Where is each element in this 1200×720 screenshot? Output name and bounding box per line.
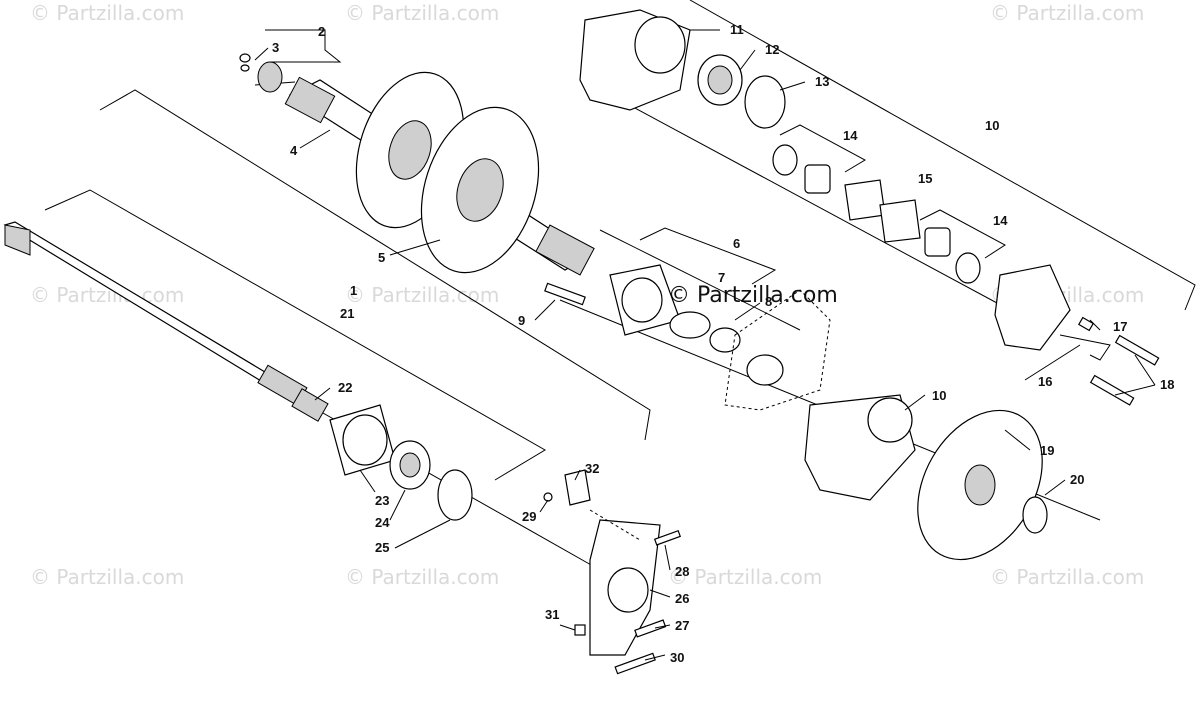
watermark: © Partzilla.com — [345, 1, 499, 25]
leader-lines — [254, 29, 1156, 661]
callout-18: 18 — [1160, 377, 1174, 392]
callout-labels: 1 2 3 4 5 6 7 8 9 10 10 11 12 13 14 14 1… — [272, 22, 1174, 665]
callout-20: 20 — [1070, 472, 1084, 487]
upper-brake-housing — [579, 9, 786, 129]
callout-17: 17 — [1113, 319, 1127, 334]
group-brackets — [44, 0, 1196, 481]
callout-24: 24 — [375, 515, 390, 530]
callout-4: 4 — [290, 143, 298, 158]
callout-19: 19 — [1040, 443, 1054, 458]
callout-32: 32 — [585, 461, 599, 476]
brake-pads — [772, 144, 981, 284]
callout-14-lower: 14 — [993, 213, 1008, 228]
callout-7: 7 — [718, 270, 725, 285]
brand-mark: © Partzilla.com — [668, 283, 838, 308]
callout-10-lower: 10 — [932, 388, 946, 403]
callout-22: 22 — [338, 380, 352, 395]
callout-28: 28 — [675, 564, 689, 579]
watermark: © Partzilla.com — [345, 565, 499, 589]
callout-25: 25 — [375, 540, 389, 555]
watermark: © Partzilla.com — [30, 565, 184, 589]
callout-12: 12 — [765, 42, 779, 57]
callout-9: 9 — [518, 313, 525, 328]
callout-26: 26 — [675, 591, 689, 606]
watermark: © Partzilla.com — [668, 565, 822, 589]
callout-14-upper: 14 — [843, 128, 858, 143]
bearing-cap — [239, 53, 283, 93]
callout-27: 27 — [675, 618, 689, 633]
callout-23: 23 — [375, 493, 389, 508]
callout-10-upper: 10 — [985, 118, 999, 133]
callout-3: 3 — [272, 40, 279, 55]
callout-6: 6 — [733, 236, 740, 251]
callout-5: 5 — [378, 250, 385, 265]
watermark: © Partzilla.com — [990, 1, 1144, 25]
callout-31: 31 — [545, 607, 559, 622]
callout-29: 29 — [522, 509, 536, 524]
watermark: © Partzilla.com — [990, 565, 1144, 589]
callout-15: 15 — [918, 171, 932, 186]
watermark: © Partzilla.com — [345, 283, 499, 307]
watermarks: © Partzilla.com © Partzilla.com © Partzi… — [30, 1, 1144, 589]
callout-8: 8 — [765, 294, 772, 309]
drive-shaft — [284, 71, 595, 276]
mounting-bracket — [543, 469, 682, 675]
callout-30: 30 — [670, 650, 684, 665]
caliper-half — [994, 264, 1160, 406]
callout-2: 2 — [318, 24, 325, 39]
callout-11: 11 — [730, 22, 744, 37]
callout-1: 1 — [350, 283, 357, 298]
callout-16: 16 — [1038, 374, 1052, 389]
callout-21: 21 — [340, 306, 354, 321]
end-bearing-assembly — [329, 404, 473, 521]
lower-brake-assembly — [804, 394, 1048, 561]
bearing-flange-assembly — [544, 264, 831, 411]
callout-13: 13 — [815, 74, 829, 89]
axle-shaft — [3, 221, 329, 422]
watermark: © Partzilla.com — [30, 1, 184, 25]
